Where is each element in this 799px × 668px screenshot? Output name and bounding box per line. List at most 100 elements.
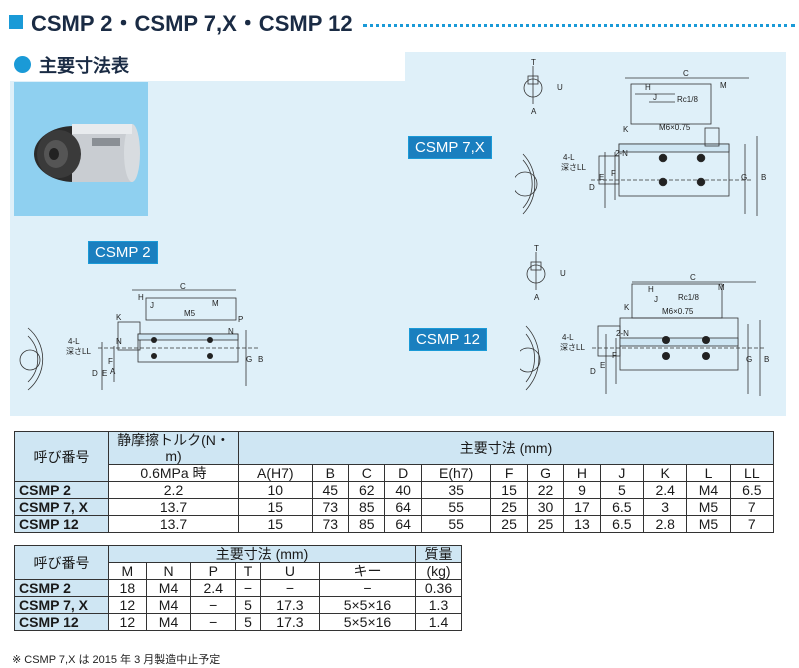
cell: 73 (311, 515, 350, 533)
cell: − (318, 579, 417, 597)
cell: 10 (238, 481, 313, 499)
page-title: CSMP 2・CSMP 7,X・CSMP 12 (31, 11, 353, 36)
svg-text:C: C (683, 69, 689, 78)
dim-col-header: U (259, 562, 320, 580)
svg-text:E: E (600, 361, 605, 370)
col-name-header: 呼び番号 (14, 431, 109, 482)
dim-col-header: E(h7) (420, 464, 492, 482)
svg-text:Rc1/8: Rc1/8 (678, 293, 699, 302)
label-csmp12: CSMP 12 (409, 328, 487, 351)
svg-text:N: N (228, 327, 234, 336)
svg-text:2-N: 2-N (616, 329, 629, 338)
svg-text:D: D (589, 183, 595, 192)
cell: 17.3 (259, 613, 320, 631)
table-row: CSMP 7, X 13.7 15 73 85 64 55 25 30 17 6… (14, 498, 775, 516)
col-name-header: 呼び番号 (14, 545, 109, 580)
cell: 18 (108, 579, 147, 597)
svg-text:M6×0.75: M6×0.75 (662, 307, 694, 316)
svg-text:4-L: 4-L (562, 333, 574, 342)
cell: 55 (420, 515, 492, 533)
cell: 22 (526, 481, 565, 499)
dim-col-header: G (526, 464, 565, 482)
header-dotted-rule (362, 23, 795, 27)
row-name: CSMP 7, X (14, 498, 109, 516)
dim-col-header: C (348, 464, 386, 482)
dim-col-header: キー (318, 562, 417, 580)
svg-text:B: B (258, 355, 263, 364)
svg-text:M6×0.75: M6×0.75 (659, 123, 691, 132)
product-photo (14, 82, 148, 216)
row-name: CSMP 12 (14, 515, 109, 533)
cell: − (190, 613, 237, 631)
dim-col-header: D (384, 464, 422, 482)
cell: 2.4 (643, 481, 688, 499)
row-name: CSMP 7, X (14, 596, 109, 614)
cell: 85 (348, 515, 386, 533)
footnote: ※ CSMP 7,X は 2015 年 3 月製造中止予定 (12, 654, 221, 666)
cell: 13 (563, 515, 601, 533)
cell: 40 (384, 481, 422, 499)
cell: 7 (729, 498, 775, 516)
table-row: CSMP 2 2.2 10 45 62 40 35 15 22 9 5 2.4 … (14, 481, 775, 499)
section-title: 主要寸法表 (39, 55, 129, 77)
page-header: CSMP 2・CSMP 7,X・CSMP 12 (9, 6, 795, 38)
table-row: CSMP 12 12 M4 − 5 17.3 5×5×16 1.4 (14, 613, 462, 631)
svg-text:2-N: 2-N (615, 149, 628, 158)
svg-text:C: C (690, 273, 696, 282)
mass-unit-header: (kg) (415, 562, 462, 580)
cell: 9 (563, 481, 601, 499)
svg-text:K: K (624, 303, 630, 312)
dimensions-table-1: 呼び番号 静摩擦トルク(N・m) 主要寸法 (mm) 0.6MPa 時 A(H7… (14, 431, 775, 533)
svg-text:D: D (590, 367, 596, 376)
svg-text:B: B (761, 173, 766, 182)
row-name: CSMP 2 (14, 579, 109, 597)
cell: 5×5×16 (318, 596, 417, 614)
cell: 55 (420, 498, 492, 516)
svg-text:G: G (741, 173, 747, 182)
svg-text:J: J (654, 295, 658, 304)
header-square-icon (9, 15, 23, 29)
dim-col-header: J (599, 464, 645, 482)
mass-cell: 1.4 (415, 613, 462, 631)
table-row: CSMP 2 18 M4 2.4 − − − 0.36 (14, 579, 462, 597)
svg-text:K: K (116, 313, 122, 322)
cell: 12 (108, 613, 147, 631)
dim-col-header: T (235, 562, 261, 580)
torque-cell: 2.2 (108, 481, 239, 499)
svg-text:A: A (110, 367, 116, 376)
cell: 5×5×16 (318, 613, 417, 631)
section-heading: 主要寸法表 (10, 48, 405, 81)
cell: M4 (145, 596, 192, 614)
svg-text:P: P (238, 315, 243, 324)
cell: 73 (311, 498, 350, 516)
cell: 6.5 (599, 515, 645, 533)
cell: M4 (145, 579, 192, 597)
svg-text:U: U (560, 269, 566, 278)
dim-col-header: F (490, 464, 528, 482)
svg-text:K: K (623, 125, 629, 134)
svg-text:M: M (212, 299, 219, 308)
product-photo-image (34, 124, 140, 182)
cell: 30 (526, 498, 565, 516)
row-name: CSMP 2 (14, 481, 109, 499)
mass-cell: 1.3 (415, 596, 462, 614)
svg-text:E: E (599, 173, 604, 182)
torque-cell: 13.7 (108, 515, 239, 533)
cell: 7 (729, 515, 775, 533)
dim-col-header: L (686, 464, 731, 482)
cell: 3 (643, 498, 688, 516)
dim-col-header: K (643, 464, 688, 482)
col-torque-header: 静摩擦トルク(N・m) (108, 431, 239, 465)
svg-text:4-L: 4-L (68, 337, 80, 346)
cell: 15 (238, 498, 313, 516)
cell: 5 (235, 596, 261, 614)
cell: 5 (235, 613, 261, 631)
cell: 35 (420, 481, 492, 499)
svg-text:J: J (653, 93, 657, 102)
bullet-circle-icon (14, 56, 31, 73)
table-row: CSMP 7, X 12 M4 − 5 17.3 5×5×16 1.3 (14, 596, 462, 614)
cell: 25 (490, 515, 528, 533)
